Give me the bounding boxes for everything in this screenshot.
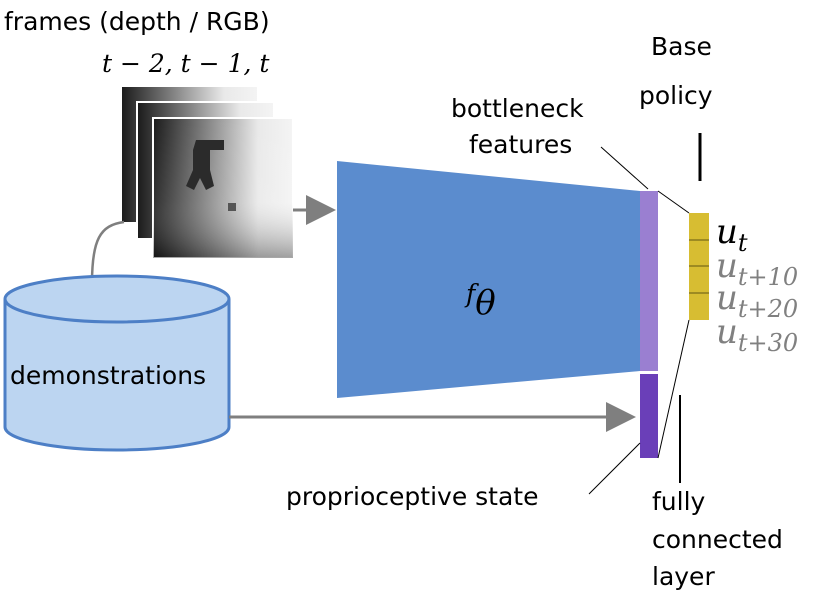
bottleneck-features-bar <box>640 191 658 371</box>
frame-t <box>152 117 294 259</box>
fc-label-line3: layer <box>652 562 715 591</box>
demonstrations-label: demonstrations <box>10 361 206 390</box>
encoder-f-theta <box>337 161 640 398</box>
fc-label-line1: fully <box>652 487 706 516</box>
bottleneck-leader-line <box>600 146 649 190</box>
demonstrations-to-frames-connector <box>90 220 125 284</box>
robot-arm-icon <box>186 140 224 190</box>
output-label-3: ut+30 <box>716 312 798 357</box>
f-theta-label: fθ <box>464 279 496 323</box>
output-label-0: ut <box>716 212 748 257</box>
frames-title: frames (depth / RGB) <box>4 7 270 36</box>
output-label-1: ut+10 <box>716 246 798 291</box>
demonstrations-cylinder <box>3 274 231 452</box>
bottleneck-label-line2: features <box>469 130 572 159</box>
frames-times: t − 2, t − 1, t <box>102 49 270 78</box>
fc-line-bottom <box>657 319 690 459</box>
base-policy-line1: Base <box>651 32 712 61</box>
fc-label-line2: connected <box>652 525 783 554</box>
proprioceptive-leader-line <box>588 442 641 495</box>
output-label-2: ut+20 <box>716 278 798 323</box>
output-actions-bar <box>689 213 709 320</box>
proprioceptive-state-bar <box>640 374 658 458</box>
bottleneck-label-line1: bottleneck <box>451 94 584 123</box>
proprioceptive-label: proprioceptive state <box>286 482 538 511</box>
base-policy-line2: policy <box>639 81 713 110</box>
fc-line-top <box>657 190 690 214</box>
frame-stack <box>120 85 294 259</box>
